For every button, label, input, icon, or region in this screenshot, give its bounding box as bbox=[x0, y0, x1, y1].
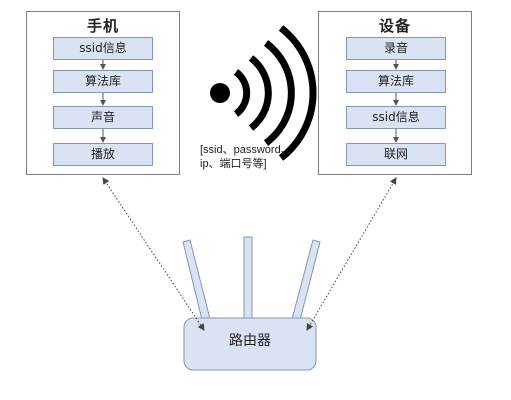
phone-title: 手机 bbox=[86, 17, 119, 35]
antenna-left bbox=[182, 239, 212, 325]
device-router-link bbox=[306, 177, 397, 331]
device-step-ssid: ssid信息 bbox=[346, 106, 446, 129]
transmitted-data-caption: [ssid、password、 ip、端口号等] bbox=[200, 143, 325, 171]
router-antennas bbox=[182, 236, 321, 325]
device-step-algorithm: 算法库 bbox=[346, 70, 446, 93]
caption-line-1: [ssid、password、 bbox=[200, 144, 292, 156]
phone-router-link bbox=[102, 177, 205, 331]
phone-step-play: 播放 bbox=[53, 143, 153, 166]
device-step-network: 联网 bbox=[346, 143, 446, 166]
caption-line-2: ip、端口号等] bbox=[200, 158, 267, 170]
device-step-record: 录音 bbox=[346, 37, 446, 60]
wifi-signal-icon bbox=[210, 25, 317, 161]
phone-step-ssid: ssid信息 bbox=[53, 37, 153, 60]
antenna-middle bbox=[243, 236, 253, 323]
phone-step-sound: 声音 bbox=[53, 106, 153, 129]
phone-step-algorithm: 算法库 bbox=[53, 70, 153, 93]
device-title: 设备 bbox=[378, 17, 411, 35]
router-body bbox=[183, 317, 317, 371]
antenna-right bbox=[290, 239, 321, 325]
router-label: 路由器 bbox=[229, 333, 271, 349]
